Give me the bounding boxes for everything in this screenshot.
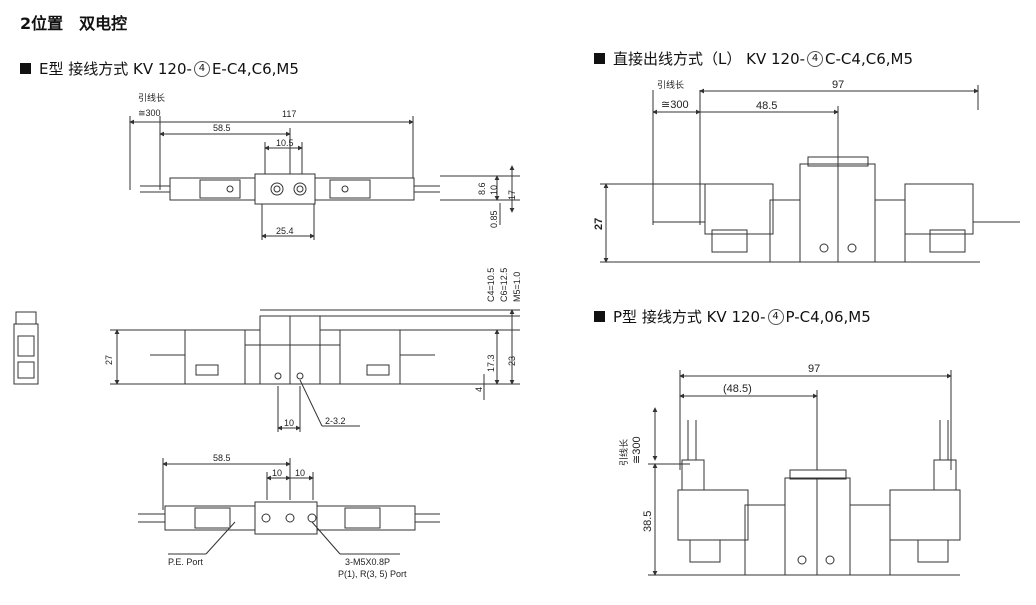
e-type-top-labels: 引线长 ≅300 117 58.5 10.5 25.4 8.6 10 17 0.… [138,92,517,236]
lead-length-label: 引线长 [138,92,165,103]
port-list-label: P(1), R(3, 5) Port [338,569,407,579]
l-overall-dim: 97 [832,79,844,91]
bullet-square-icon [594,53,605,64]
e-type-side-labels: 27 C4=10.5 C6=12.5 M5=1.0 17.3 23 4 10 2… [104,268,522,428]
bullet-square-icon [594,311,605,322]
bullet-square-icon [20,63,31,74]
lead-length-value: ≅300 [138,108,161,118]
p-type-labels: 97 (48.5) 引线长 ≅300 38.5 [618,363,820,532]
side-h3-dim: 4 [474,387,484,392]
p-half-dim: (48.5) [723,383,752,395]
e-type-bottom-labels: 58.5 10 10 P.E. Port 3-M5X0.8P P(1), R(3… [168,453,407,579]
height-dim-3: 17 [507,190,517,200]
circled-number-icon: 4 [767,308,784,325]
thread-spec-label: 3-M5X0.8P [345,557,390,567]
l-type-labels: 引线长 ≅300 97 48.5 27 [593,79,844,230]
mount-hole-label: 2-3.2 [325,416,346,426]
heading-suffix: P-C4,06,M5 [785,308,871,326]
circled-number-icon: 4 [807,50,824,67]
l-lead-length-value: ≅300 [661,99,689,111]
overall-length-dim: 117 [282,109,296,119]
pe-port-label: P.E. Port [168,557,203,567]
e-type-top-view [129,116,520,240]
p-type-view [648,370,961,576]
circled-number-icon: 4 [193,60,210,77]
height-dim-2: 10 [489,185,499,195]
heading-prefix: P型 接线方式 KV 120- [613,308,766,326]
base-width-dim: 25.4 [276,226,294,236]
p-lead-length-label: 引线长 [618,439,629,466]
bottom-half-dim: 58.5 [213,453,231,463]
m5-dim: M5=1.0 [512,272,522,302]
c4-dim: C4=10.5 [486,268,496,302]
c6-dim: C6=12.5 [499,268,509,302]
side-h2-dim: 23 [507,356,517,366]
heading-prefix: E型 接线方式 KV 120- [39,60,192,78]
bottom-pitch-1: 10 [272,468,282,478]
e-type-side-view [110,309,520,432]
p-lead-length-value: ≅300 [631,436,643,464]
page-title: 2位置 双电控 [20,14,128,33]
half-length-dim: 58.5 [213,123,231,133]
side-h1-dim: 17.3 [486,354,496,372]
heading-suffix: E-C4,C6,M5 [211,60,299,78]
p-overall-dim: 97 [808,363,820,375]
p-height-dim: 38.5 [642,511,654,532]
l-height-dim: 27 [593,218,605,230]
height-dim-1: 8.6 [477,182,487,195]
side-pitch-dim: 10 [284,418,294,428]
height-dim-4: 0.85 [489,210,499,228]
heading-suffix: C-C4,C6,M5 [825,50,913,68]
port-pitch-dim: 10.5 [276,138,294,148]
l-half-dim: 48.5 [756,100,777,112]
heading-prefix: 直接出线方式（L） KV 120- [613,50,806,68]
bottom-pitch-2: 10 [295,468,305,478]
connector-end-view [13,311,39,385]
l-type-view [600,85,1020,263]
e-type-bottom-view [138,458,440,555]
side-height-dim: 27 [104,355,114,365]
l-lead-length-label: 引线长 [657,79,684,90]
